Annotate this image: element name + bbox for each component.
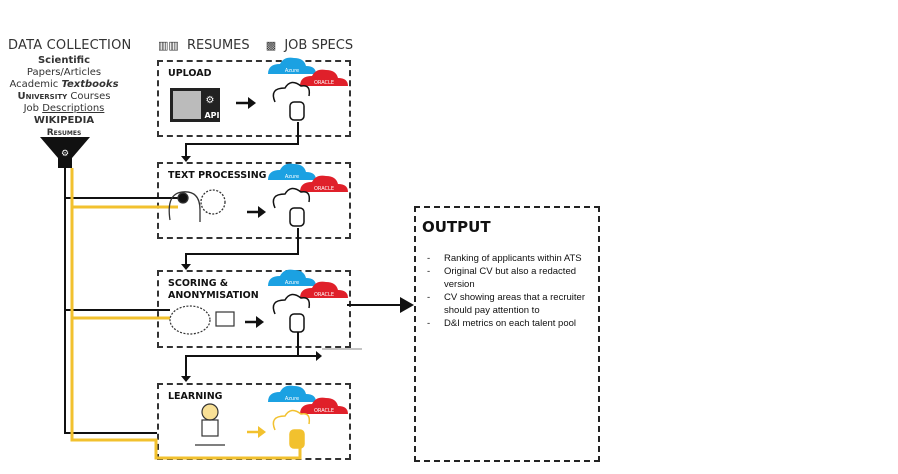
output-item: Original CV but also a redacted version — [420, 265, 595, 291]
stage-title-scoring: SCORING & — [168, 278, 229, 289]
head-brain-icon — [168, 189, 226, 222]
oracle-label: ORACLE — [314, 408, 334, 414]
azure-label: Azure — [285, 396, 299, 402]
arrow-right-icon-yellow — [247, 426, 266, 438]
oracle-label: ORACLE — [314, 186, 334, 192]
azure-label: Azure — [285, 280, 299, 286]
azure-label: Azure — [285, 68, 299, 74]
stage-title-upload: UPLOAD — [168, 68, 212, 79]
output-title: OUTPUT — [422, 218, 491, 236]
stage-title-anonymisation: ANONYMISATION — [168, 290, 259, 301]
output-item: Ranking of applicants within ATS — [420, 252, 595, 265]
source-item: Scientific Papers/Articles — [26, 55, 102, 78]
arrow-right-icon — [236, 97, 256, 109]
cloud-db-stage4 — [268, 385, 348, 449]
job-specs-label: JOB SPECS — [284, 38, 354, 53]
output-item: CV showing areas that a recruiter should… — [420, 291, 595, 317]
oracle-label: ORACLE — [314, 80, 334, 86]
top-legend: ▥▥ RESUMES ▩ JOB SPECS — [158, 38, 353, 53]
cloud-db-stage2 — [268, 163, 348, 227]
cloud-db-stage1 — [268, 57, 348, 121]
stage-title-text-processing: TEXT PROCESSING — [168, 170, 267, 181]
stage-learning — [157, 383, 351, 460]
stage-arrows — [185, 122, 410, 378]
feed-line-black — [64, 168, 180, 434]
source-item: Academic Textbooks — [9, 79, 119, 90]
funnel-icon: ⚙ — [40, 137, 90, 168]
source-item: University Courses — [17, 91, 111, 102]
api-label: API — [204, 111, 219, 120]
output-item: D&I metrics on each talent pool — [420, 317, 595, 330]
brain-icon — [169, 305, 235, 335]
azure-label: Azure — [285, 174, 299, 180]
robot-icon — [195, 403, 225, 446]
resumes-label: RESUMES — [186, 38, 250, 53]
stage-text-processing — [157, 162, 351, 239]
cloud-db-stage3 — [268, 269, 348, 333]
api-icon: ⚙ — [170, 88, 220, 122]
resume-icon: ▥▥ — [158, 39, 179, 52]
source-item: Job Descriptions — [23, 103, 105, 114]
arrow-heads — [181, 156, 414, 382]
oracle-label: ORACLE — [314, 292, 334, 298]
output-list: Ranking of applicants within ATS Origina… — [420, 252, 595, 330]
arrow-right-icon — [247, 206, 266, 218]
source-item: Resumes — [46, 128, 82, 138]
data-sources-list: Scientific Papers/Articles Academic Text… — [0, 55, 128, 139]
data-collection-title: DATA COLLECTION — [8, 38, 132, 53]
source-item: WIKIPEDIA — [33, 115, 95, 126]
stage-title-learning: LEARNING — [168, 391, 223, 402]
output-box — [414, 206, 600, 462]
job-spec-icon: ▩ — [265, 39, 277, 52]
svg-text:⚙: ⚙ — [61, 149, 69, 159]
svg-text:⚙: ⚙ — [206, 95, 215, 106]
arrow-right-icon — [245, 316, 264, 328]
feedback-line-yellow — [70, 168, 302, 460]
